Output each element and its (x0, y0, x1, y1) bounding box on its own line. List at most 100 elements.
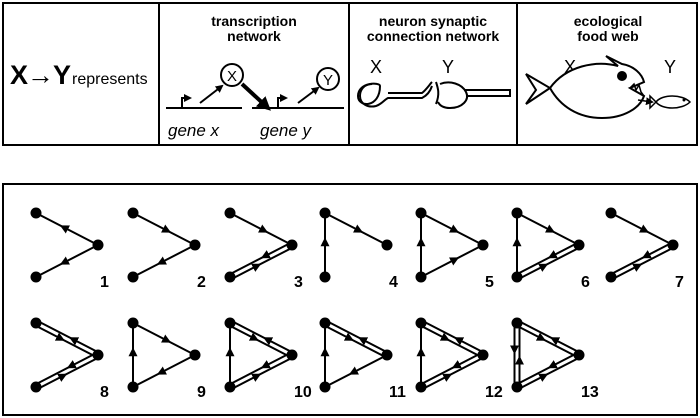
mutual-edge (421, 319, 485, 354)
mutual-edge (515, 324, 579, 359)
motif-label: 12 (485, 384, 503, 401)
node (511, 207, 523, 219)
mutual-edge (609, 241, 673, 276)
motif-5: 5 (415, 207, 494, 291)
edge-arrow (59, 256, 70, 265)
edge-arrow (260, 360, 271, 369)
neuron-y-dendrite (464, 89, 511, 97)
node (30, 381, 42, 393)
edge-arrow (59, 225, 70, 234)
mutual-edge (34, 324, 98, 359)
divider (158, 4, 160, 144)
transcription-title: transcription network (160, 14, 348, 44)
edge-arrow (251, 263, 262, 272)
gene-x-caption: gene x (168, 121, 220, 140)
node (511, 317, 523, 329)
neuron-y-label: Y (442, 57, 455, 77)
big-fish-teeth (629, 82, 645, 97)
edge-arrow (545, 224, 556, 233)
motif-4: 4 (319, 207, 398, 291)
mutual-edge (325, 319, 389, 354)
mutual-edge (230, 319, 294, 354)
node (573, 239, 585, 251)
neuron-x-axon (358, 81, 433, 108)
node (224, 271, 236, 283)
mutual-edge (228, 324, 292, 359)
neuron-cell: neuron synaptic connection network X Y (350, 4, 516, 144)
mutual-edge (419, 351, 483, 386)
motif-label: 2 (197, 274, 206, 291)
motif-label: 9 (197, 384, 206, 401)
node (127, 271, 139, 283)
food-web-title-line1: ecological (573, 13, 643, 29)
motif-label: 4 (389, 274, 398, 291)
motif-label: 7 (675, 274, 684, 291)
node (511, 271, 523, 283)
edge-arrow (454, 337, 465, 346)
motif-label: 3 (294, 274, 303, 291)
small-fish-eye (682, 98, 686, 102)
mutual-edge (421, 356, 485, 391)
node (30, 271, 42, 283)
node (511, 381, 523, 393)
node (415, 317, 427, 329)
node (605, 271, 617, 283)
motif-label: 10 (294, 384, 312, 401)
node (415, 271, 427, 283)
big-fish-eye (617, 71, 627, 81)
node (381, 239, 393, 251)
node (189, 239, 201, 251)
transcription-cell: transcription network (160, 4, 348, 144)
mutual-edge (36, 319, 100, 354)
edge-arrow (251, 373, 262, 382)
motif-label: 6 (581, 274, 590, 291)
mutual-edge (34, 351, 98, 386)
edge-arrow (358, 337, 369, 346)
edge-arrow (639, 224, 650, 233)
food-web-y-label: Y (664, 57, 677, 77)
small-fish (649, 94, 692, 110)
neuron-title: neuron synaptic connection network (350, 14, 516, 44)
transcription-diagram: X Y (166, 63, 344, 111)
motif-11: 11 (319, 317, 406, 401)
node-y-text: Y (323, 72, 333, 89)
edge-arrow (248, 332, 259, 341)
motif-3: 3 (224, 207, 303, 291)
node (286, 239, 298, 251)
node (127, 381, 139, 393)
motif-6: 6 (511, 207, 590, 291)
mutual-edge (230, 356, 294, 391)
edge-arrow (538, 373, 549, 382)
neuron-x-soma (356, 82, 382, 105)
edge-arrow (547, 250, 558, 259)
node (189, 349, 201, 361)
edge-arrow (449, 257, 460, 266)
edge-arrow (156, 366, 167, 375)
neuron-title-line1: neuron synaptic (378, 13, 488, 29)
motif-label: 1 (100, 274, 109, 291)
edge-arrow (353, 224, 364, 233)
mutual-edge (228, 351, 292, 386)
mutual-edge (323, 324, 387, 359)
mutual-edge (517, 356, 581, 391)
regulation-arrow (240, 82, 271, 111)
node (286, 349, 298, 361)
x-to-y-label: X→Y (10, 60, 71, 90)
edge-arrow (66, 360, 77, 369)
promoter-y-arrow (277, 94, 288, 108)
edge-arrow (535, 332, 546, 341)
mutual-edge (517, 319, 581, 354)
node (415, 207, 427, 219)
node (667, 239, 679, 251)
node (127, 317, 139, 329)
food-web-title: ecological food web (518, 14, 698, 44)
neuron-x-label: X (370, 57, 383, 77)
mutual-edge (230, 246, 294, 281)
neuron-y-soma (435, 81, 468, 110)
mutual-edge (419, 324, 483, 359)
mutual-edge (515, 351, 579, 386)
transcription-title-line2: network (227, 28, 281, 44)
